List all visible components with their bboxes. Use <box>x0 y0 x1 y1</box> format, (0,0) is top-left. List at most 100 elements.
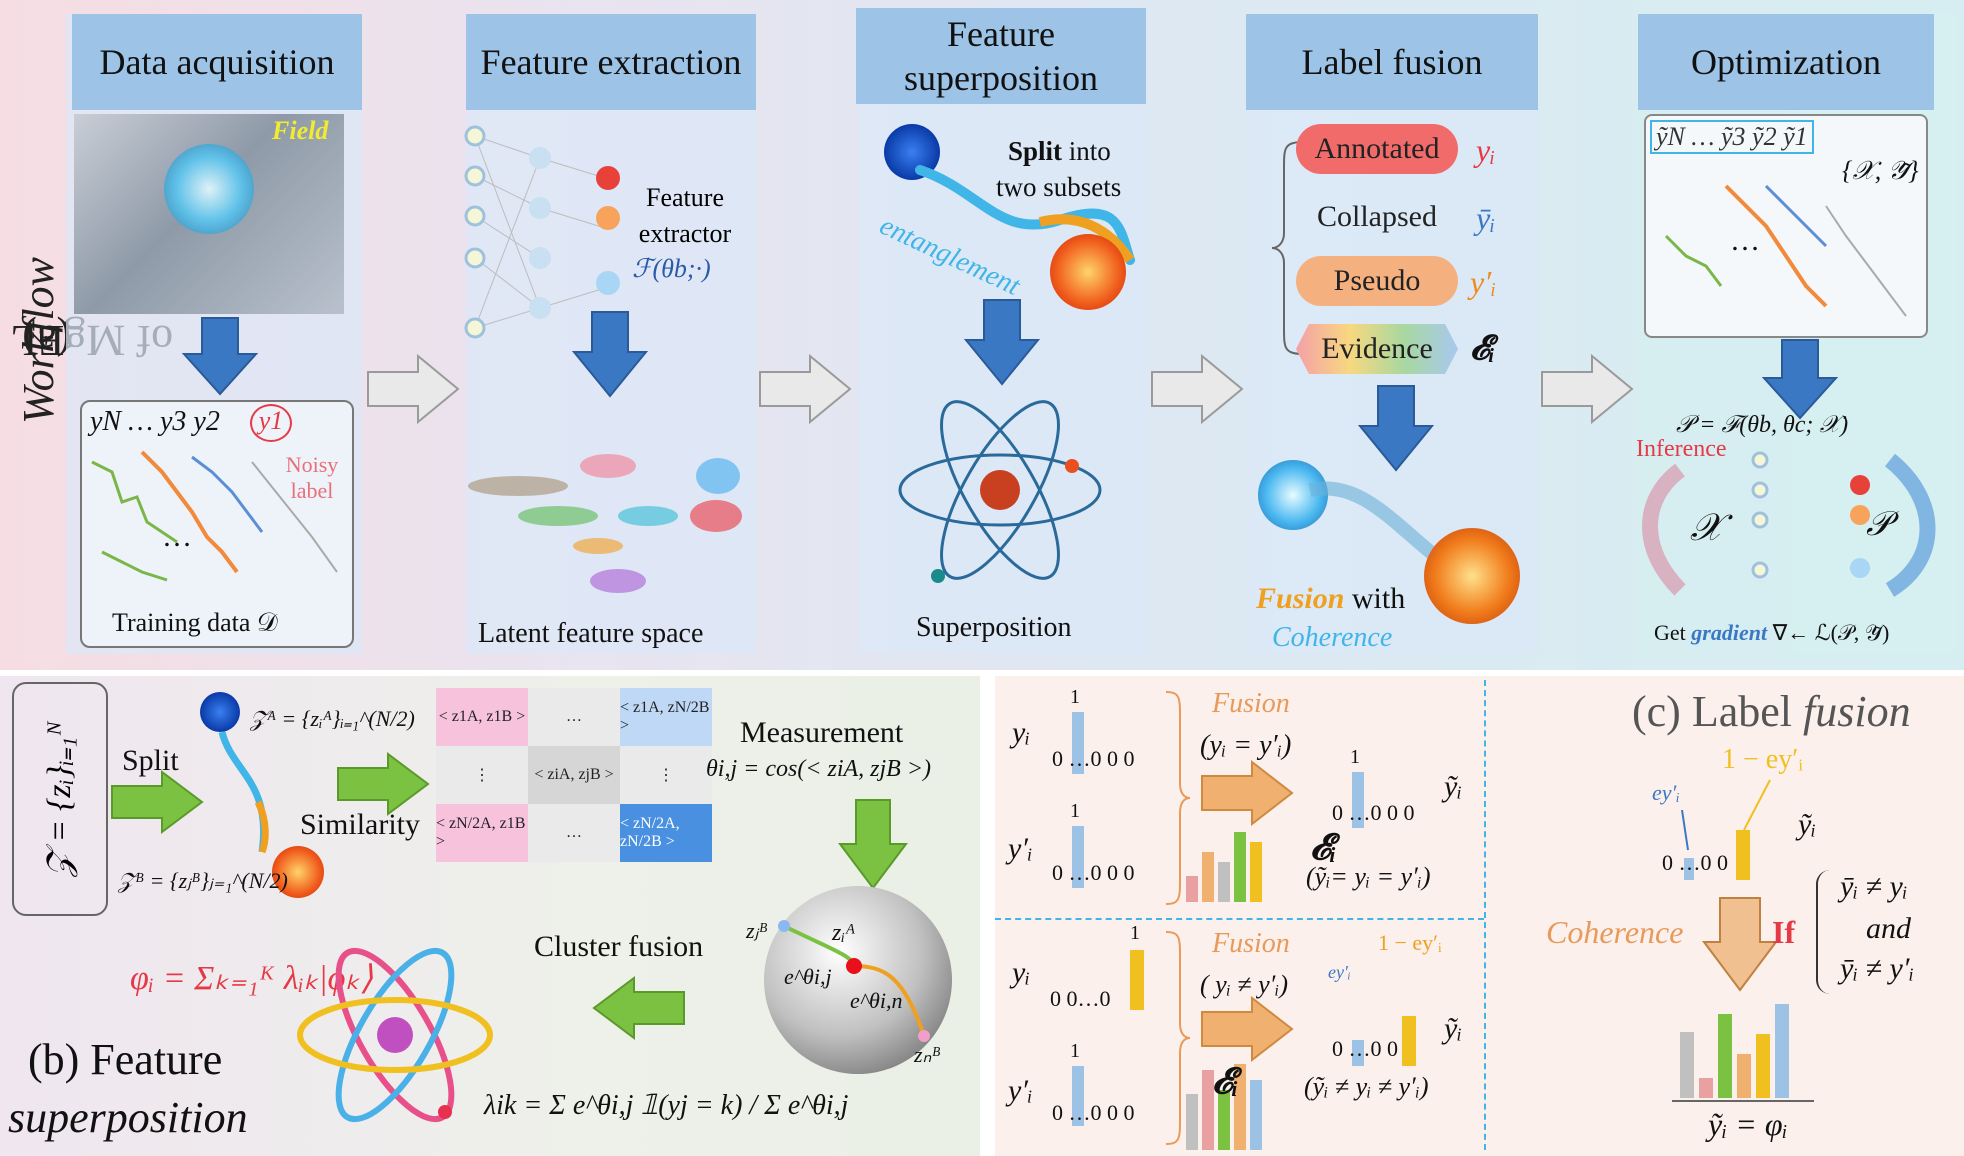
right-arrow-icon <box>367 353 460 425</box>
bottom-condition: ( yᵢ ≠ y′ᵢ) <box>1200 970 1289 999</box>
right-baseline <box>1672 1100 1814 1102</box>
matrix-cell: … <box>528 688 620 746</box>
top-zero-row-2: 0 …0 0 0 <box>1052 860 1135 885</box>
right-one-minus: 1 − ey′ᵢ <box>1722 744 1803 775</box>
top-yi-bar <box>1072 712 1084 774</box>
factory-image: Field <box>74 114 344 314</box>
neural-network-icon <box>464 125 620 339</box>
right-arrow-icon <box>759 353 852 425</box>
orange-orb-b <box>272 846 324 898</box>
field-tag: Field <box>272 116 329 145</box>
sphere-znb: zₙᴮ <box>914 1042 941 1067</box>
coherence-down-arrow-icon <box>1702 897 1778 992</box>
pseudo-pill: Pseudo <box>1296 256 1458 306</box>
caption-b-line1: (b) Feature <box>28 1035 223 1084</box>
right-zero-row: 0 …0 0 <box>1662 850 1728 875</box>
top-tilde-one: 1 <box>1350 746 1360 768</box>
rainbow-atom-icon <box>297 947 493 1123</box>
bottom-zero-row-2: 0 …0 0 0 <box>1052 1100 1135 1125</box>
bottom-fusion-label: Fusion <box>1212 928 1290 959</box>
x-symbol: 𝒳 <box>1690 507 1723 549</box>
right-ytilde: ỹᵢ <box>1798 808 1817 841</box>
down-arrow-icon <box>181 317 259 396</box>
top-ypi: y′ᵢ <box>1008 832 1033 865</box>
labels-row: yN … y3 y2 <box>90 406 220 437</box>
down-arrow-icon <box>571 311 649 398</box>
sphere-ein: e^θi,n <box>850 988 903 1013</box>
right-and: and <box>1866 912 1911 945</box>
evidence-symbol: 𝓔ᵢ <box>1470 330 1496 367</box>
caption-c: (c) Label fusion <box>1632 687 1911 736</box>
caption-b-line2: superposition <box>8 1093 248 1142</box>
p-symbol: 𝒫 <box>1866 506 1891 543</box>
panel-c-label-fusion <box>995 676 1964 1156</box>
right-cond1: ȳᵢ ≠ yᵢ <box>1840 870 1908 903</box>
bottom-ypi-bar <box>1072 1066 1084 1126</box>
bottom-tilde-zero-row: 0 …0 0 <box>1332 1036 1398 1061</box>
z-set-label: 𝒵 = {zᵢ}ᵢ₌₁ᴺ <box>41 721 78 877</box>
bottom-evidence-symbol: 𝓔ᵢ <box>1212 1061 1239 1101</box>
sphere-zjb: zⱼᴮ <box>746 918 768 943</box>
similarity-label: Similarity <box>300 808 420 841</box>
opt-formula: 𝒫 = ℱ(θb, θc; 𝒳) <box>1676 412 1849 438</box>
entangle-curve-b <box>218 731 269 854</box>
sphere-eij: e^θi,j <box>784 964 832 989</box>
green-right-arrow-icon <box>337 752 430 816</box>
top-ytilde: ỹᵢ <box>1444 770 1463 803</box>
bottom-one: 1 <box>1130 922 1140 944</box>
z-set-box: 𝒵 = {zᵢ}ᵢ₌₁ᴺ <box>12 682 108 916</box>
lambda-equation: λik = Σ e^θi,j 𝟙(yj = k) / Σ e^θi,j <box>484 1090 849 1121</box>
opt-data-box: ỹN … ỹ3 ỹ2 ỹ1 {𝒳, 𝒴̃} … <box>1644 114 1928 338</box>
matrix-cell: < z1A, z1B > <box>436 688 528 746</box>
bottom-yi: yᵢ <box>1012 956 1031 989</box>
phi-equation: φᵢ = Σₖ₌₁ᴷ λᵢₖ|ϕₖ⟩ <box>130 960 374 997</box>
right-e-sym: ey′ᵢ <box>1652 780 1680 805</box>
split-label: Split <box>122 744 179 777</box>
top-evidence-bars <box>1186 826 1290 902</box>
za-label: 𝒵ᴬ = {zᵢᴬ}ᵢ₌₁^(N/2) <box>250 706 415 731</box>
green-right-arrow-icon <box>111 770 204 834</box>
evidence-pill: Evidence <box>1296 324 1458 374</box>
green-left-arrow-icon <box>592 976 685 1040</box>
right-if: If <box>1772 914 1796 950</box>
matrix-cell: … <box>528 804 620 862</box>
orange-right-arrow-icon <box>1201 760 1294 826</box>
matrix-cell: < z1A, zN/2B > <box>620 688 712 746</box>
fusion-trail <box>1308 481 1445 566</box>
right-final: ỹᵢ = φᵢ <box>1708 1106 1788 1142</box>
right-small-bar <box>1684 858 1694 880</box>
down-arrow-icon <box>963 299 1041 386</box>
panel-c-divider <box>1484 680 1486 1150</box>
opt-ellipsis: … <box>1730 224 1760 257</box>
top-yi: yᵢ <box>1012 716 1031 749</box>
split-into-text: Split into <box>1008 136 1111 166</box>
similarity-matrix: < z1A, z1B > … < z1A, zN/2B > ⋮ < ziA, z… <box>436 688 712 862</box>
cluster-fusion-label: Cluster fusion <box>534 930 704 963</box>
top-ypi-bar <box>1072 826 1084 888</box>
top-brace-icon <box>1165 691 1191 905</box>
two-subsets-text: two subsets <box>996 172 1122 202</box>
get-gradient-text: Get gradient ∇← ℒ(𝒫, 𝒴̃) <box>1654 620 1890 645</box>
bottom-one-2: 1 <box>1070 1040 1080 1062</box>
entanglement-curve <box>915 165 1135 265</box>
feature-extractor-fn: ℱ(θb;·) <box>632 254 711 283</box>
right-coherence: Coherence <box>1546 914 1684 950</box>
header-label-fusion: Label fusion <box>1246 14 1538 110</box>
measurement-sphere <box>764 886 952 1074</box>
training-data-box: yN … y3 y2 y1 Noisy label … Training dat… <box>80 400 354 648</box>
latent-scatter <box>468 454 742 593</box>
matrix-cell: < zN/2A, z1B > <box>436 804 528 862</box>
timeseries-plot <box>91 450 338 582</box>
measurement-label: Measurement <box>740 716 904 749</box>
feature-extractor-label: Feature extractor <box>638 183 732 248</box>
sphere-zia: zᵢᴬ <box>832 920 856 946</box>
hologram-glow <box>164 144 254 234</box>
bottom-result: (ỹᵢ ≠ yᵢ ≠ y′ᵢ) <box>1304 1072 1429 1101</box>
right-brace <box>1816 870 1830 994</box>
theta-equation: θi,j = cos(< ziA, zjB >) <box>706 756 932 782</box>
right-arrows <box>1681 779 1771 851</box>
inference-label: Inference <box>1636 436 1727 462</box>
bottom-e-sym: ey′ᵢ <box>1328 962 1351 982</box>
bottom-ypi: y′ᵢ <box>1008 1074 1033 1107</box>
bottom-yi-bar <box>1130 950 1144 1010</box>
